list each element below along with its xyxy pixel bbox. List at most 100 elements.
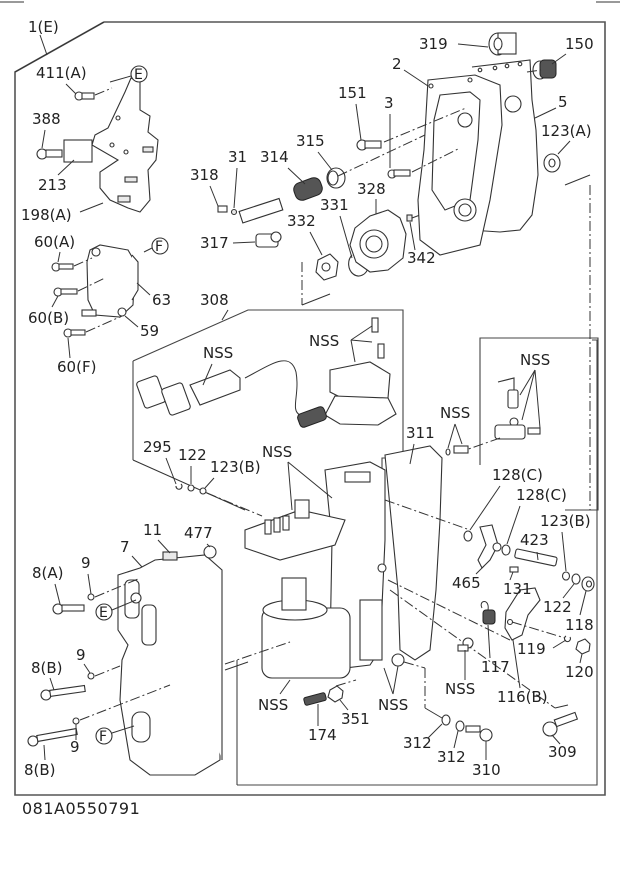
label-31: 31 [228, 148, 247, 166]
label-174: 174 [308, 726, 337, 744]
screw-174 [303, 692, 327, 706]
label-nss-nut: NSS [378, 696, 408, 714]
bolt-8a [52, 603, 85, 615]
solenoid-coil [261, 577, 351, 679]
label-128c-1: 128(C) [492, 466, 543, 484]
label-60f: 60(F) [57, 358, 96, 376]
pin-31 [230, 208, 238, 216]
seal-123a [543, 153, 561, 173]
label-8a: 8(A) [32, 564, 64, 582]
washer-128c-2 [501, 544, 511, 556]
label-59: 59 [140, 322, 159, 340]
bolt-151 [356, 139, 382, 151]
seal-295 [175, 483, 183, 490]
bolt-310 [465, 725, 493, 742]
bolt-60f [63, 328, 86, 338]
callout-f-bottom-label: F [99, 729, 107, 745]
bolt-309 [542, 711, 579, 737]
washer-9c [72, 717, 80, 725]
label-310: 310 [472, 761, 501, 779]
label-nss-bolt: NSS [445, 680, 475, 698]
bolt-8b-1 [40, 684, 86, 701]
label-nss-screws: NSS [440, 404, 470, 422]
washer-9a [87, 593, 95, 601]
label-151: 151 [338, 84, 367, 102]
sensor-parts [494, 377, 541, 440]
callout-e-top-label: E [134, 67, 143, 83]
actuator-317 [255, 231, 282, 248]
label-117: 117 [481, 658, 510, 676]
label-317: 317 [200, 234, 229, 252]
washer-122a [187, 484, 195, 492]
lever-plate [238, 197, 284, 224]
label-8b-2: 8(B) [24, 761, 56, 779]
bolt-59 [81, 309, 97, 317]
label-423: 423 [520, 531, 549, 549]
screw-318 [217, 205, 228, 213]
label-11: 11 [143, 521, 162, 539]
bolt-nss-body [457, 637, 474, 652]
label-118: 118 [565, 616, 594, 634]
label-318: 318 [190, 166, 219, 184]
label-123a: 123(A) [541, 122, 592, 140]
label-213: 213 [38, 176, 67, 194]
cap-315 [326, 167, 346, 189]
circuit-board [244, 499, 346, 561]
washer-9b [87, 672, 95, 680]
washer-312b [455, 720, 465, 732]
label-351: 351 [341, 710, 370, 728]
label-319: 319 [419, 35, 448, 53]
label-308: 308 [200, 291, 229, 309]
label-116b: 116(B) [497, 688, 548, 706]
washer-122b [571, 573, 581, 585]
spring-314 [293, 177, 323, 201]
label-411a: 411(A) [36, 64, 87, 82]
label-131: 131 [503, 580, 532, 598]
label-122b: 122 [543, 598, 572, 616]
harness-box [132, 309, 404, 480]
adjuster-150 [532, 59, 557, 80]
cover-63 [86, 244, 139, 318]
label-388: 388 [32, 110, 61, 128]
rotor-328 [349, 209, 407, 273]
label-3: 3 [384, 94, 394, 112]
nut-120 [575, 638, 591, 655]
bushing-118 [581, 576, 595, 592]
label-198a: 198(A) [21, 206, 72, 224]
harness-connector [136, 360, 301, 416]
plug-477 [203, 545, 217, 559]
label-9b: 9 [76, 646, 86, 664]
label-128c-2: 128(C) [516, 486, 567, 504]
label-122a: 122 [178, 446, 207, 464]
label-119: 119 [517, 640, 546, 658]
label-123b-left: 123(B) [210, 458, 261, 476]
lever-465 [477, 524, 502, 569]
label-60a: 60(A) [34, 233, 75, 251]
lever-116b [504, 587, 541, 641]
label-328: 328 [357, 180, 386, 198]
label-315: 315 [296, 132, 325, 150]
label-314: 314 [260, 148, 289, 166]
label-120: 120 [565, 663, 594, 681]
label-150: 150 [565, 35, 594, 53]
label-nss-connector: NSS [309, 332, 339, 350]
bolt-60a [51, 262, 74, 272]
label-8b-1: 8(B) [31, 659, 63, 677]
label-5: 5 [558, 93, 568, 111]
drawing-code: 081A0550791 [22, 799, 140, 818]
label-309: 309 [548, 743, 577, 761]
sensor-box [479, 337, 599, 511]
label-9a: 9 [81, 554, 91, 572]
label-342: 342 [407, 249, 436, 267]
label-60b: 60(B) [28, 309, 69, 327]
label-312a: 312 [403, 734, 432, 752]
label-7: 7 [120, 538, 130, 556]
label-nss-sensor: NSS [520, 351, 550, 369]
assembly-label: 1(E) [28, 18, 59, 36]
label-295: 295 [143, 438, 172, 456]
label-332: 332 [287, 212, 316, 230]
oring-123b-left [199, 487, 207, 495]
callout-f-top [151, 237, 169, 255]
shaft-423 [514, 548, 558, 567]
cover-7 [117, 551, 223, 776]
